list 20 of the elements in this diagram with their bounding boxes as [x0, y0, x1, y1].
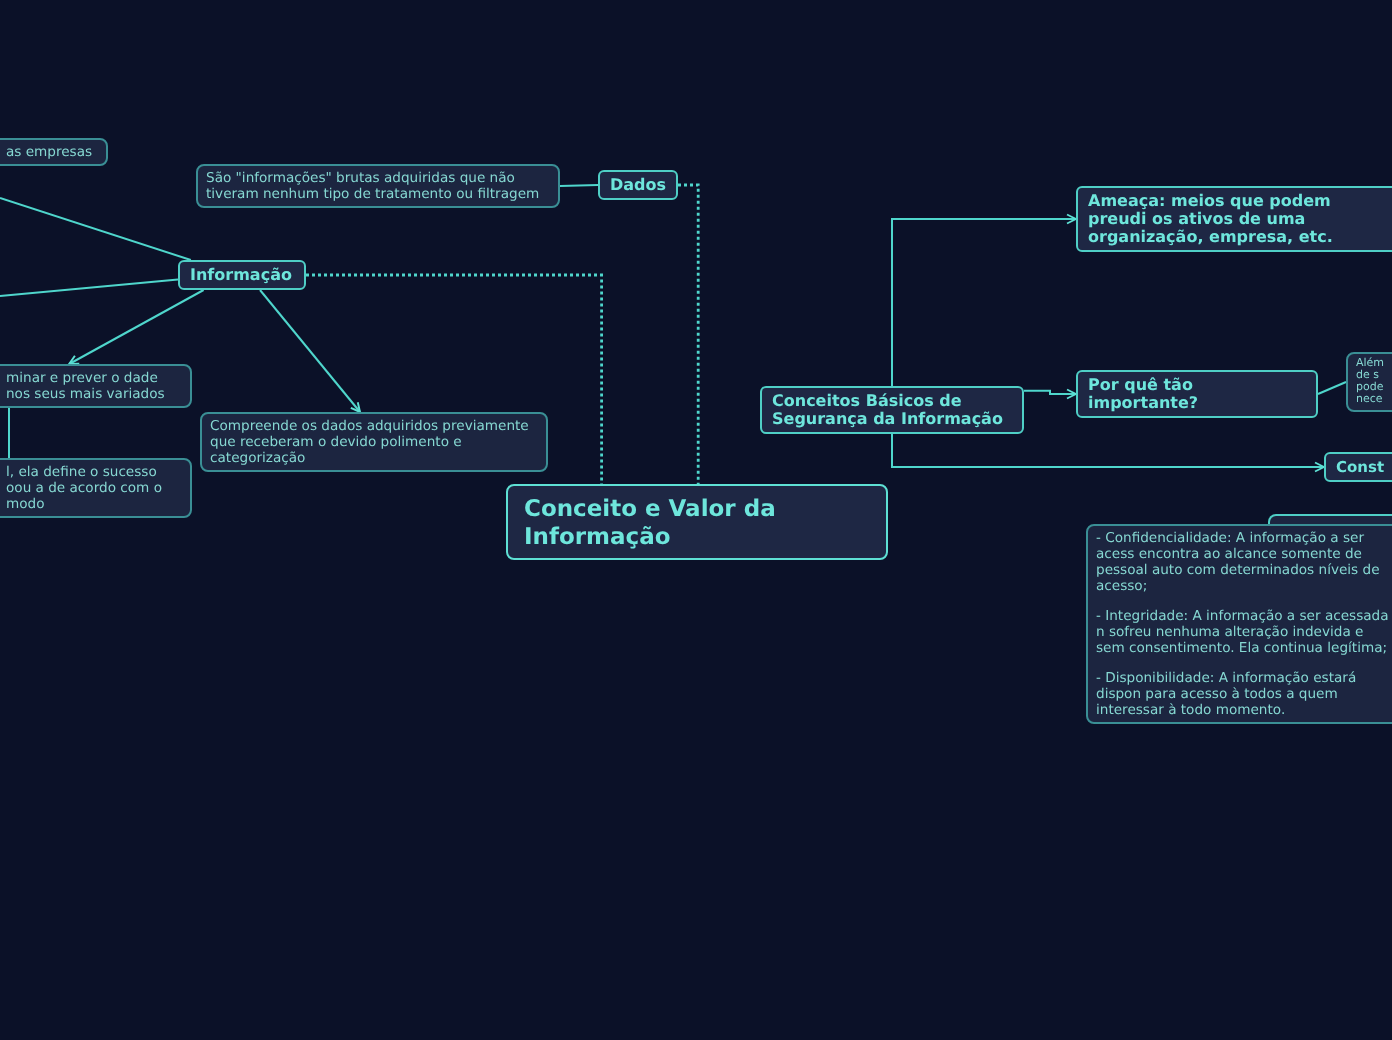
connector — [68, 289, 205, 365]
connector — [1317, 381, 1347, 395]
connector — [8, 407, 10, 459]
connector — [1023, 388, 1077, 400]
connector — [0, 197, 192, 261]
connector — [0, 278, 179, 297]
connector — [559, 184, 599, 187]
topic-box: Dados — [598, 170, 678, 200]
dotted-connector — [306, 273, 603, 484]
topic-box — [1268, 514, 1392, 524]
topic-box: Por quê tão importante? — [1076, 370, 1318, 418]
note-box — [1086, 524, 1392, 724]
connector — [891, 433, 1325, 473]
topic-box: Informação — [178, 260, 306, 290]
connector — [891, 213, 1077, 387]
dotted-connector — [678, 183, 700, 484]
topic-box: Ameaça: meios que podem preudi os ativos de uma organização, empresa, etc. — [1076, 186, 1392, 252]
central-topic-box: Conceito e Valor da Informação — [506, 484, 888, 560]
topic-box: Conceitos Básicos de Segurança da Informação — [760, 386, 1024, 434]
connector — [259, 289, 361, 413]
